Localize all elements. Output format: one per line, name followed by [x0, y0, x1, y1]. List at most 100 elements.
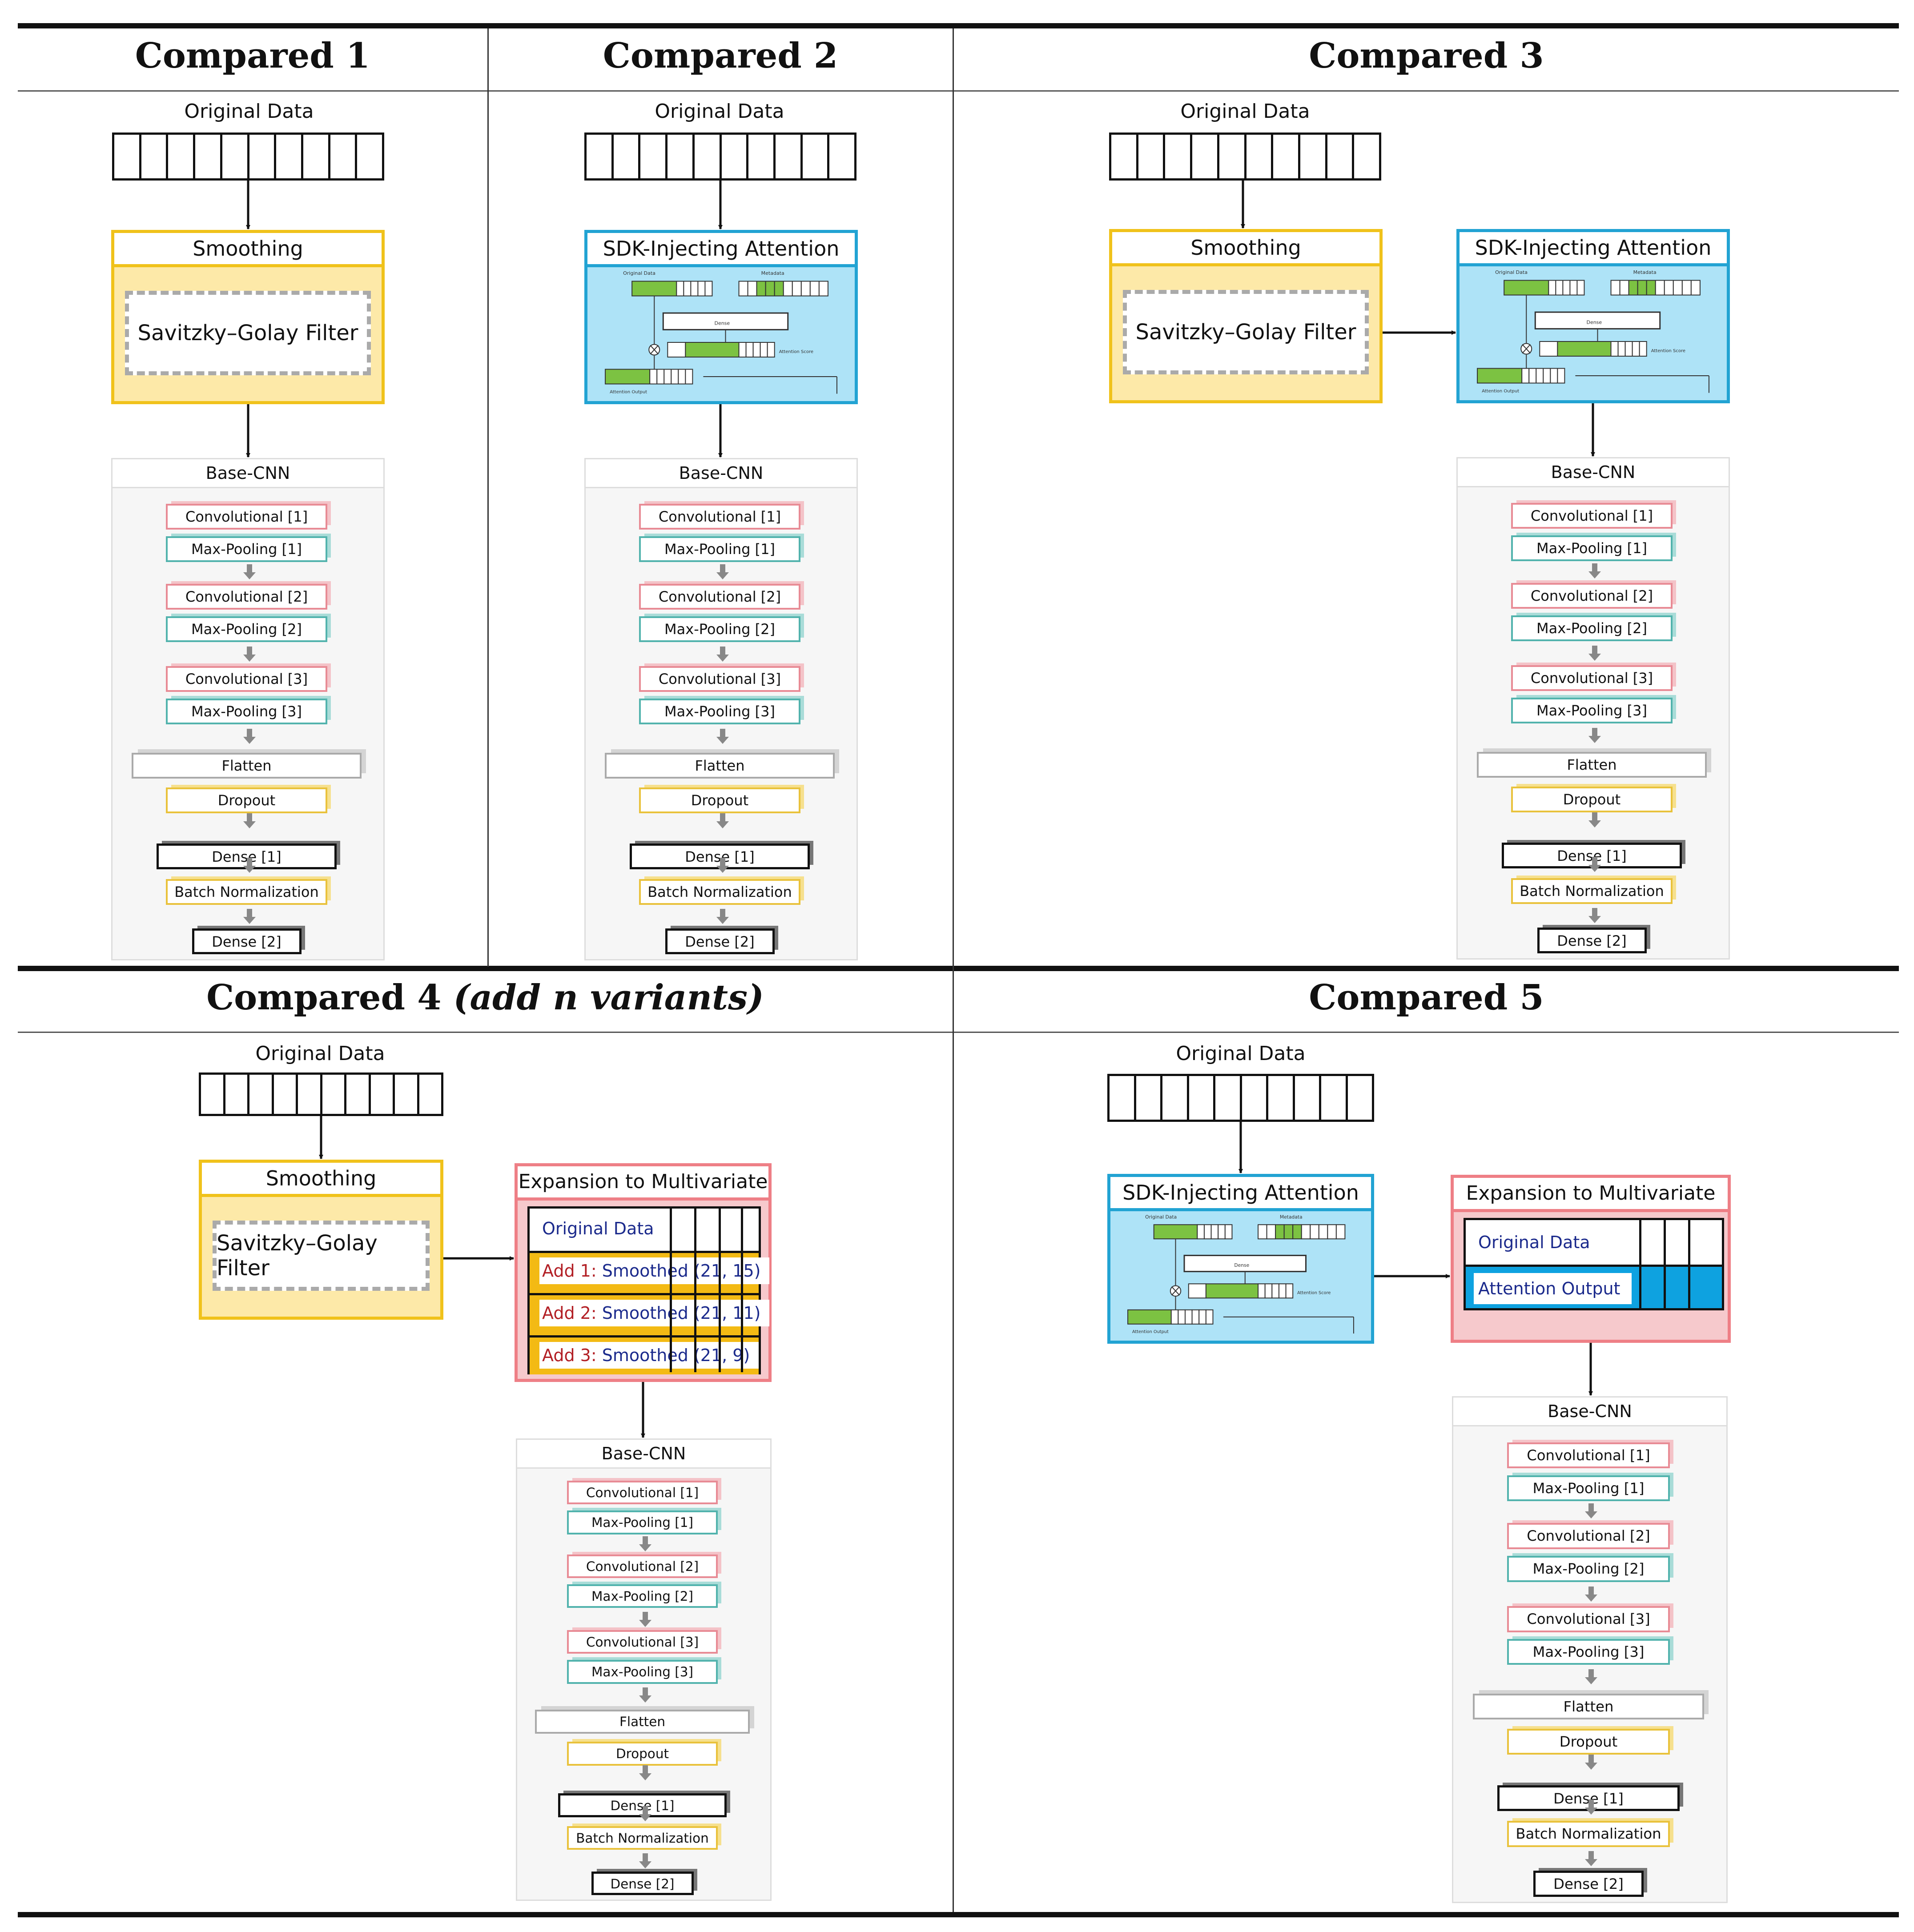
c2-layer-bn: Batch Normalization — [639, 879, 800, 905]
c3-original-data-strip-cell — [1300, 135, 1327, 178]
c5-gray-arrow-icon — [1585, 1586, 1597, 1602]
c5-mini-score-green — [1205, 1283, 1259, 1299]
c4-gray-arrow-icon — [639, 1853, 651, 1869]
c1-base-cnn-title: Base-CNN — [113, 459, 383, 488]
c2-layer-dropout: Dropout — [639, 787, 800, 813]
c5-original-data-strip-cell — [1162, 1076, 1189, 1120]
c4-row-add2-box: Add 2: Smoothed (21, 11) — [539, 1300, 770, 1326]
c2-original-data-strip-cell — [695, 135, 722, 178]
c2-mini-dense-label: Dense — [714, 320, 730, 326]
c2-mini-output-label: Attention Output — [610, 390, 647, 394]
c5-row-attention-box: Attention Output — [1474, 1273, 1632, 1304]
c4-layer-conv2: Convolutional [2] — [567, 1554, 718, 1579]
c5-mini-output-cell — [1205, 1309, 1214, 1325]
c1-original-data-strip-cell — [114, 135, 141, 178]
c3-gray-arrow-icon — [1588, 728, 1601, 743]
c5-row-original: Original Data — [1466, 1220, 1722, 1265]
c4-original-data-strip-cell — [274, 1075, 298, 1114]
c3-layer-pool3: Max-Pooling [3] — [1511, 698, 1673, 723]
c5-layer-dense1: Dense [1] — [1497, 1785, 1680, 1812]
c5-grid-separator — [1639, 1220, 1641, 1308]
panel-title-c4: Compared 4 (add n variants) — [18, 977, 953, 1018]
c2-mini-score-green — [685, 342, 740, 357]
c5-layer-conv3: Convolutional [3] — [1507, 1606, 1670, 1632]
c4-layer-pool3: Max-Pooling [3] — [567, 1660, 718, 1684]
c1-gray-arrow-icon — [243, 729, 256, 744]
c4-smoothing-title: Smoothing — [202, 1163, 440, 1197]
c3-base-cnn-title: Base-CNN — [1458, 458, 1729, 487]
panel-title-c1: Compared 1 — [135, 36, 370, 76]
c4-original-data-label: Original Data — [255, 1042, 385, 1065]
c3-mini-output-label: Attention Output — [1482, 389, 1519, 394]
c2-mini-metadata-label: Metadata — [761, 270, 784, 276]
c5-mini-dense-label: Dense — [1234, 1262, 1249, 1268]
c5-original-data-label: Original Data — [1176, 1042, 1306, 1065]
c3-sdk-attention-title: SDK-Injecting Attention — [1460, 232, 1727, 266]
c1-gray-arrow-icon — [243, 813, 256, 828]
c3-smoothing-title: Smoothing — [1112, 232, 1379, 266]
c5-original-data-strip — [1107, 1074, 1374, 1122]
c2-layer-pool2: Max-Pooling [2] — [639, 616, 800, 642]
c4-layer-conv3: Convolutional [3] — [567, 1630, 718, 1654]
c1-gray-arrow-icon — [243, 564, 256, 579]
c2-base-cnn-title: Base-CNN — [586, 459, 856, 488]
c4-base-cnn-title: Base-CNN — [517, 1440, 770, 1469]
c4-grid-separator — [741, 1209, 743, 1372]
c5-original-data-strip-cell — [1268, 1076, 1295, 1120]
c3-layer-conv3: Convolutional [3] — [1511, 665, 1673, 691]
c2-original-data-strip-cell — [722, 135, 749, 178]
c3-gray-arrow-icon — [1588, 646, 1601, 661]
c3-mini-dense — [1534, 311, 1661, 329]
c2-mini-score-cell — [767, 342, 775, 357]
c3-original-data-strip-cell — [1138, 135, 1166, 178]
c4-layer-bn: Batch Normalization — [567, 1826, 718, 1850]
c2-gray-arrow-icon — [716, 729, 729, 744]
c1-layer-pool3: Max-Pooling [3] — [166, 699, 327, 724]
c4-original-data-strip-cell — [201, 1075, 225, 1114]
c2-mini-output-green — [605, 369, 651, 385]
c2-layer-pool1: Max-Pooling [1] — [639, 536, 800, 562]
panel-title-c4-suffix: (add n variants) — [453, 977, 764, 1018]
c1-layer-dropout: Dropout — [166, 787, 327, 813]
c2-gray-arrow-icon — [716, 858, 729, 873]
c3-original-data-strip-cell — [1165, 135, 1193, 178]
c2-sdk-attention-title: SDK-Injecting Attention — [587, 233, 855, 267]
column-divider-2 — [953, 28, 954, 1912]
c4-layer-pool1: Max-Pooling [1] — [567, 1510, 718, 1534]
c5-base-cnn-title: Base-CNN — [1453, 1398, 1726, 1426]
c2-original-data-strip-cell — [640, 135, 668, 178]
c4-gray-arrow-icon — [639, 1687, 651, 1703]
c2-mini-dense — [662, 312, 789, 330]
c4-row-add1-value: Smoothed (21, 15) — [602, 1261, 761, 1281]
c2-original-data-strip-cell — [803, 135, 830, 178]
c4-row-add1-label: Add 1: — [542, 1261, 597, 1281]
header-divider-bottom — [18, 1032, 1899, 1033]
c5-original-data-strip-cell — [1215, 1076, 1242, 1120]
column-divider-1 — [487, 28, 489, 967]
c2-original-data-strip-cell — [587, 135, 614, 178]
c1-original-data-strip-cell — [222, 135, 249, 178]
c3-layer-pool2: Max-Pooling [2] — [1511, 615, 1673, 641]
c2-mini-metadata-cell — [818, 281, 828, 297]
c5-mini-output-green — [1127, 1309, 1172, 1325]
c4-original-data-strip-cell — [322, 1075, 346, 1114]
c5-mini-x2 — [1171, 1286, 1180, 1296]
c4-expansion-title: Expansion to Multivariate — [518, 1166, 768, 1201]
c1-gray-arrow-icon — [243, 858, 256, 873]
c2-mini-score-label: Attention Score — [779, 349, 813, 354]
c5-row-original-text: Original Data — [1478, 1233, 1590, 1252]
c4-layer-dense2: Dense [2] — [591, 1871, 694, 1896]
c3-mini-output-green — [1477, 368, 1523, 384]
c3-gray-arrow-icon — [1588, 812, 1601, 827]
c1-layer-bn: Batch Normalization — [166, 879, 327, 905]
c3-layer-conv1: Convolutional [1] — [1511, 503, 1673, 529]
c3-mini-score-green — [1557, 341, 1612, 357]
c5-gray-arrow-icon — [1585, 1503, 1597, 1519]
